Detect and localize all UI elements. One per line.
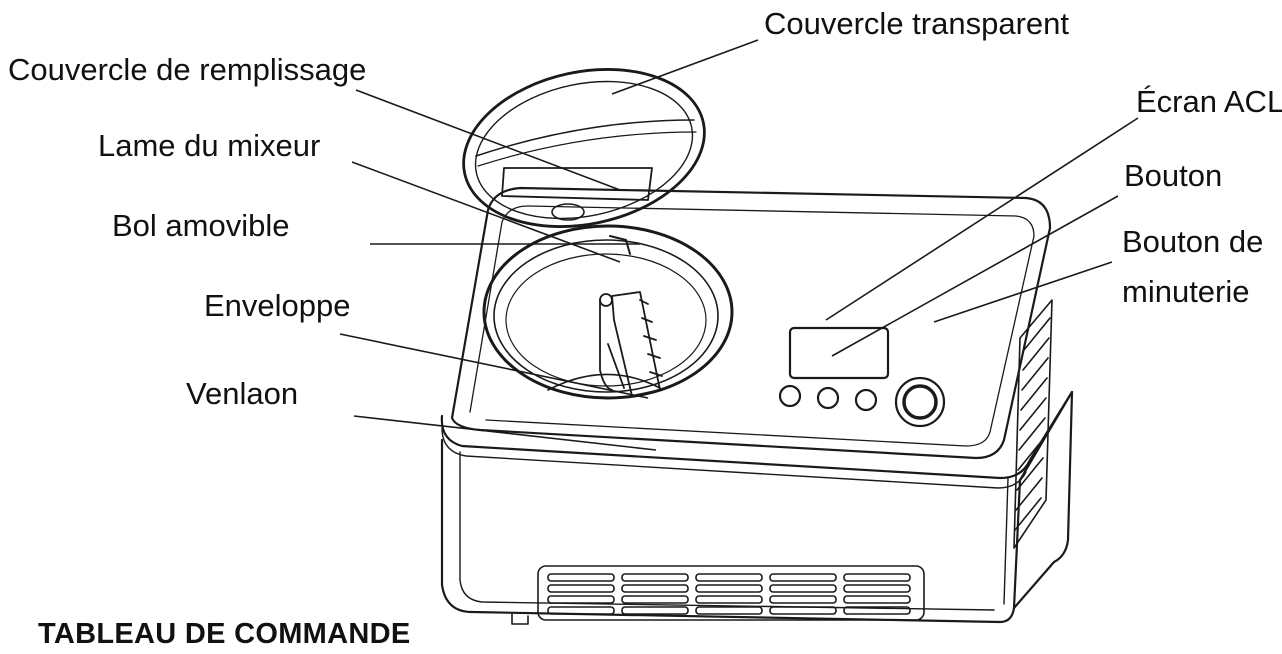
front-vent-slot	[621, 606, 689, 615]
front-vent-slot	[843, 573, 911, 582]
front-vent-slot	[843, 606, 911, 615]
front-vent-slot	[769, 573, 837, 582]
leader-lines	[339, 39, 1139, 451]
front-vent-slot	[547, 606, 615, 615]
label-bol-amovible: Bol amovible	[112, 208, 290, 243]
front-vent-slot	[769, 584, 837, 593]
machine-body-front	[440, 438, 1022, 624]
button-3-shape	[854, 388, 878, 412]
machine-top-band	[440, 390, 1074, 480]
leader-lame-mixeur	[351, 161, 621, 263]
label-bouton-minuterie-line2: minuterie	[1122, 274, 1250, 309]
label-bouton-minuterie-line1: Bouton de	[1122, 224, 1264, 259]
front-vent-slot	[547, 595, 615, 604]
leader-couvercle-remplissage	[355, 89, 621, 191]
front-vent-slot	[621, 595, 689, 604]
leader-couvercle-transparent	[611, 39, 759, 95]
front-vent-slot	[695, 573, 763, 582]
label-bouton: Bouton	[1124, 158, 1223, 193]
label-venlaon: Venlaon	[186, 376, 299, 411]
leader-bouton	[831, 195, 1119, 357]
diagram-caption: TABLEAU DE COMMANDE	[38, 618, 411, 650]
front-vent-slot	[621, 573, 689, 582]
label-lame-mixeur: Lame du mixeur	[98, 128, 321, 163]
button-2-shape	[816, 386, 840, 410]
leader-bouton-minuterie	[933, 261, 1113, 323]
fill-lid-shape	[501, 167, 653, 201]
leader-ecran-acl	[825, 117, 1139, 321]
front-vent-slot	[621, 584, 689, 593]
side-vent	[1013, 299, 1053, 549]
mixer-blade-shape	[599, 291, 663, 397]
leader-enveloppe	[339, 333, 649, 399]
button-1-shape	[778, 384, 802, 408]
removable-bowl-rim	[482, 224, 734, 400]
machine-body-right	[1012, 390, 1074, 610]
label-enveloppe: Enveloppe	[204, 288, 351, 323]
machine-top-surface	[450, 186, 1052, 460]
timer-knob-inner	[902, 384, 938, 420]
front-vent-slot	[547, 584, 615, 593]
leader-venlaon	[353, 415, 657, 451]
label-couvercle-transparent: Couvercle transparent	[764, 6, 1069, 41]
front-vent-slot	[695, 595, 763, 604]
front-vent-slot	[843, 595, 911, 604]
label-ecran-acl: Écran ACL	[1136, 84, 1282, 119]
front-vent	[537, 565, 925, 621]
label-couvercle-remplissage: Couvercle de remplissage	[8, 52, 367, 87]
front-vent-slot	[769, 595, 837, 604]
front-vent-slot	[547, 573, 615, 582]
front-vent-slot	[843, 584, 911, 593]
timer-knob-outer	[894, 376, 946, 428]
front-vent-slot	[769, 606, 837, 615]
front-vent-slot	[695, 606, 763, 615]
lcd-screen-shape	[788, 326, 890, 380]
transparent-lid	[462, 68, 706, 228]
front-vent-slot	[695, 584, 763, 593]
